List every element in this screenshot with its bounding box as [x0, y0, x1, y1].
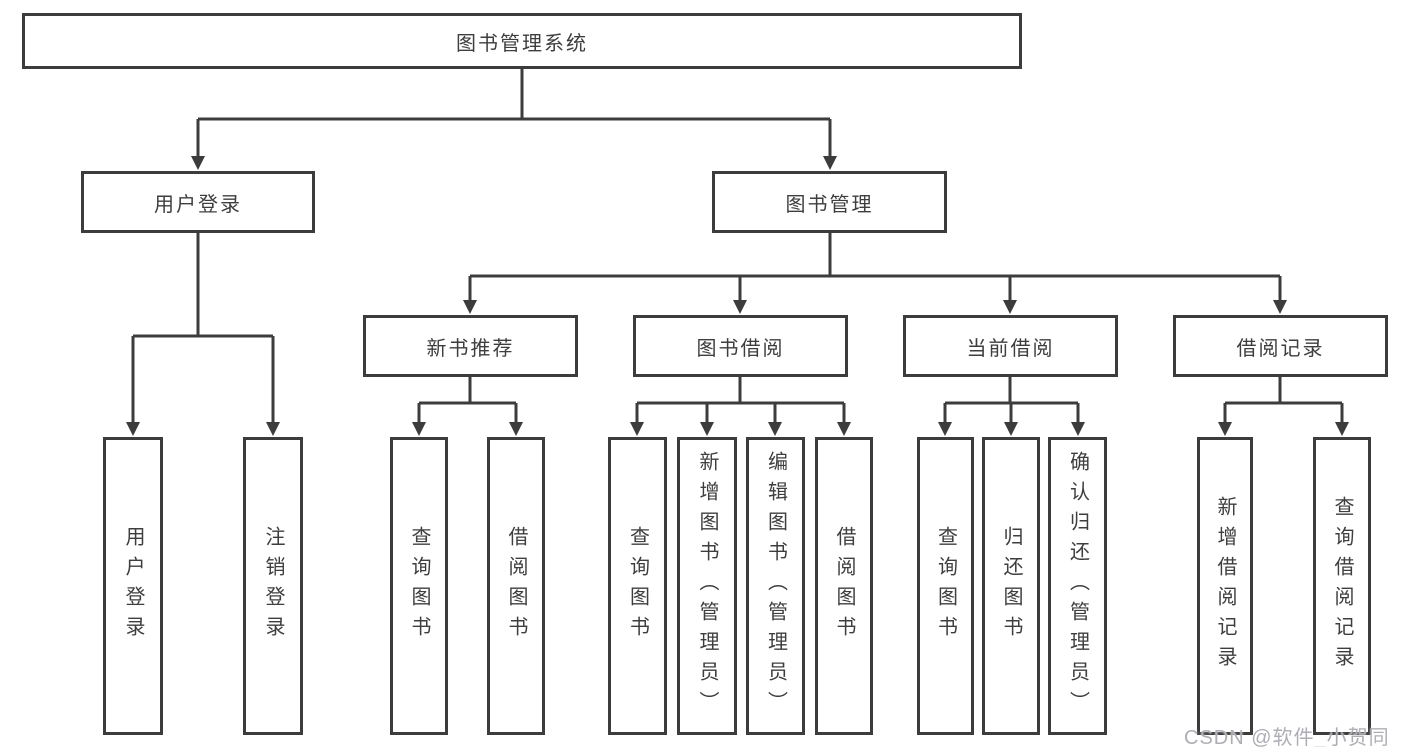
leaf-recommend-borrow-books-label: 借阅图书: [505, 526, 527, 646]
leaf-borrow-edit-books-admin-label: 编辑图书（管理员）: [764, 451, 787, 721]
leaf-current-query-books: 查询图书: [917, 437, 974, 735]
node-user-login-label: 用户登录: [154, 193, 242, 216]
arrow-down-icon: [733, 300, 747, 314]
leaf-logout-label: 注销登录: [262, 526, 284, 646]
connector-root-to-level2: [196, 68, 832, 158]
leaf-borrow-add-books-admin: 新增图书（管理员）: [677, 437, 737, 735]
node-root-label: 图书管理系统: [456, 32, 588, 55]
leaf-current-return-books-label: 归还图书: [1000, 526, 1022, 646]
arrow-down-icon: [1071, 422, 1085, 436]
leaf-records-query-record: 查询借阅记录: [1313, 437, 1371, 735]
node-borrow-records-label: 借阅记录: [1236, 337, 1325, 360]
leaf-recommend-query-books-label: 查询图书: [408, 526, 430, 646]
leaf-logout: 注销登录: [243, 437, 303, 735]
node-book-management-label: 图书管理: [785, 193, 874, 216]
connector-book-management-to-level3: [468, 233, 1282, 301]
leaf-records-query-record-label: 查询借阅记录: [1331, 496, 1353, 676]
arrow-down-icon: [768, 422, 782, 436]
leaf-borrow-query-books: 查询图书: [608, 437, 667, 735]
leaf-borrow-borrow-books-label: 借阅图书: [833, 526, 855, 646]
leaf-borrow-add-books-admin-label: 新增图书（管理员）: [696, 451, 718, 721]
arrow-down-icon: [700, 422, 714, 436]
arrow-down-icon: [1004, 422, 1018, 436]
arrowheads: [126, 156, 1349, 436]
leaf-borrow-edit-books-admin: 编辑图书（管理员）: [746, 437, 805, 735]
node-current-borrow-label: 当前借阅: [966, 337, 1055, 360]
watermark: CSDN @软件_小贺同学: [1184, 727, 1390, 747]
arrow-down-icon: [823, 156, 837, 170]
connector-borrow-to-leaves: [635, 377, 846, 424]
arrow-down-icon: [630, 422, 644, 436]
arrow-down-icon: [1335, 422, 1349, 436]
arrow-down-icon: [266, 422, 280, 436]
arrow-down-icon: [509, 422, 523, 436]
leaf-recommend-query-books: 查询图书: [390, 437, 448, 735]
node-book-management: 图书管理: [712, 171, 947, 233]
leaf-borrow-query-books-label: 查询图书: [626, 526, 649, 646]
connector-records-to-leaves: [1223, 377, 1344, 424]
leaf-records-add-record: 新增借阅记录: [1197, 437, 1253, 735]
leaf-user-login: 用户登录: [103, 437, 163, 735]
arrow-down-icon: [412, 422, 426, 436]
arrow-down-icon: [1218, 422, 1232, 436]
leaf-current-return-books: 归还图书: [982, 437, 1040, 735]
node-user-login: 用户登录: [81, 171, 315, 233]
node-borrow-records: 借阅记录: [1173, 315, 1388, 377]
leaf-current-confirm-return-admin: 确认归还（管理员）: [1048, 437, 1107, 735]
node-book-borrow: 图书借阅: [633, 315, 848, 377]
node-root: 图书管理系统: [22, 13, 1022, 69]
connector-recommend-to-leaves: [417, 377, 518, 424]
connector-current-to-leaves: [943, 377, 1080, 424]
leaf-records-add-record-label: 新增借阅记录: [1214, 496, 1236, 676]
arrow-down-icon: [1003, 300, 1017, 314]
node-current-borrow: 当前借阅: [903, 315, 1118, 377]
arrow-down-icon: [938, 422, 952, 436]
arrow-down-icon: [837, 422, 851, 436]
leaf-user-login-label: 用户登录: [122, 526, 144, 646]
connector-user-login-to-leaves: [131, 233, 275, 424]
arrow-down-icon: [463, 300, 477, 314]
node-new-book-recommend: 新书推荐: [363, 315, 578, 377]
arrow-down-icon: [1273, 300, 1287, 314]
leaf-current-confirm-return-admin-label: 确认归还（管理员）: [1066, 451, 1089, 721]
leaf-borrow-borrow-books: 借阅图书: [815, 437, 873, 735]
arrow-down-icon: [126, 422, 140, 436]
arrow-down-icon: [191, 156, 205, 170]
node-new-book-recommend-label: 新书推荐: [426, 337, 515, 360]
leaf-recommend-borrow-books: 借阅图书: [487, 437, 545, 735]
node-book-borrow-label: 图书借阅: [696, 337, 785, 360]
leaf-current-query-books-label: 查询图书: [934, 526, 957, 646]
